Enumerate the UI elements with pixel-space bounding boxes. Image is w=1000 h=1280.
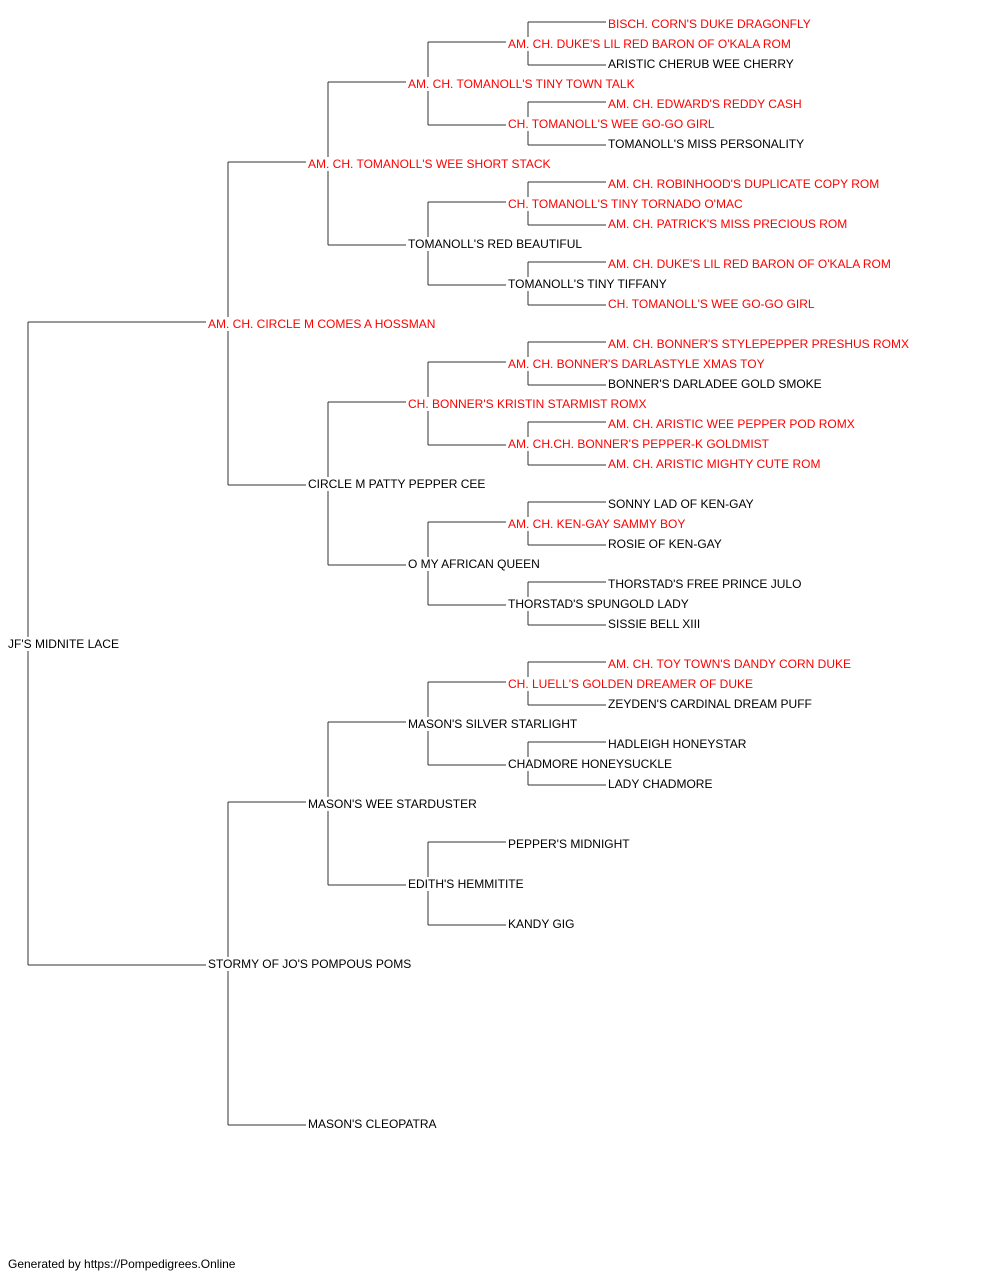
dog-name: MASON'S WEE STARDUSTER	[306, 797, 479, 811]
dog-name: KANDY GIG	[506, 917, 577, 931]
dog-name: CH. TOMANOLL'S WEE GO-GO GIRL	[506, 117, 717, 131]
dog-name: AM. CH.CH. BONNER'S PEPPER-K GOLDMIST	[506, 437, 771, 451]
dog-name: LADY CHADMORE	[606, 777, 715, 791]
dog-name: AM. CH. CIRCLE M COMES A HOSSMAN	[206, 317, 438, 331]
dog-name: STORMY OF JO'S POMPOUS POMS	[206, 957, 414, 971]
dog-name: CH. TOMANOLL'S TINY TORNADO O'MAC	[506, 197, 745, 211]
dog-name: MASON'S SILVER STARLIGHT	[406, 717, 580, 731]
dog-name: MASON'S CLEOPATRA	[306, 1117, 439, 1131]
dog-name: ROSIE OF KEN-GAY	[606, 537, 724, 551]
dog-name: HADLEIGH HONEYSTAR	[606, 737, 749, 751]
dog-name: SONNY LAD OF KEN-GAY	[606, 497, 756, 511]
dog-name: TOMANOLL'S MISS PERSONALITY	[606, 137, 807, 151]
dog-name: CHADMORE HONEYSUCKLE	[506, 757, 675, 771]
dog-name: ZEYDEN'S CARDINAL DREAM PUFF	[606, 697, 814, 711]
dog-name: AM. CH. DUKE'S LIL RED BARON OF O'KALA R…	[506, 37, 793, 51]
dog-name: AM. CH. TOMANOLL'S TINY TOWN TALK	[406, 77, 637, 91]
dog-name: TOMANOLL'S TINY TIFFANY	[506, 277, 669, 291]
dog-name: CH. LUELL'S GOLDEN DREAMER OF DUKE	[506, 677, 756, 691]
dog-name: AM. CH. TOMANOLL'S WEE SHORT STACK	[306, 157, 553, 171]
dog-name: PEPPER'S MIDNIGHT	[506, 837, 632, 851]
dog-name: AM. CH. BONNER'S STYLEPEPPER PRESHUS ROM…	[606, 337, 912, 351]
dog-name: BISCH. CORN'S DUKE DRAGONFLY	[606, 17, 813, 31]
dog-name: TOMANOLL'S RED BEAUTIFUL	[406, 237, 585, 251]
dog-name: AM. CH. ARISTIC MIGHTY CUTE ROM	[606, 457, 823, 471]
dog-name: AM. CH. EDWARD'S REDDY CASH	[606, 97, 804, 111]
dog-name: EDITH'S HEMMITITE	[406, 877, 526, 891]
dog-name: CH. TOMANOLL'S WEE GO-GO GIRL	[606, 297, 817, 311]
dog-name: THORSTAD'S SPUNGOLD LADY	[506, 597, 691, 611]
dog-name: AM. CH. TOY TOWN'S DANDY CORN DUKE	[606, 657, 853, 671]
dog-name: BONNER'S DARLADEE GOLD SMOKE	[606, 377, 824, 391]
dog-name: JF'S MIDNITE LACE	[6, 637, 121, 651]
dog-name: CIRCLE M PATTY PEPPER CEE	[306, 477, 488, 491]
dog-name: AM. CH. DUKE'S LIL RED BARON OF O'KALA R…	[606, 257, 893, 271]
dog-name: THORSTAD'S FREE PRINCE JULO	[606, 577, 804, 591]
dog-name: SISSIE BELL XIII	[606, 617, 703, 631]
dog-name: CH. BONNER'S KRISTIN STARMIST ROMX	[406, 397, 649, 411]
dog-name: AM. CH. ROBINHOOD'S DUPLICATE COPY ROM	[606, 177, 882, 191]
dog-name: AM. CH. KEN-GAY SAMMY BOY	[506, 517, 688, 531]
dog-name: AM. CH. ARISTIC WEE PEPPER POD ROMX	[606, 417, 857, 431]
footer-credit: Generated by https://Pompedigrees.Online	[8, 1257, 236, 1271]
dog-name: ARISTIC CHERUB WEE CHERRY	[606, 57, 796, 71]
dog-name: O MY AFRICAN QUEEN	[406, 557, 542, 571]
dog-name: AM. CH. BONNER'S DARLASTYLE XMAS TOY	[506, 357, 767, 371]
dog-name: AM. CH. PATRICK'S MISS PRECIOUS ROM	[606, 217, 850, 231]
